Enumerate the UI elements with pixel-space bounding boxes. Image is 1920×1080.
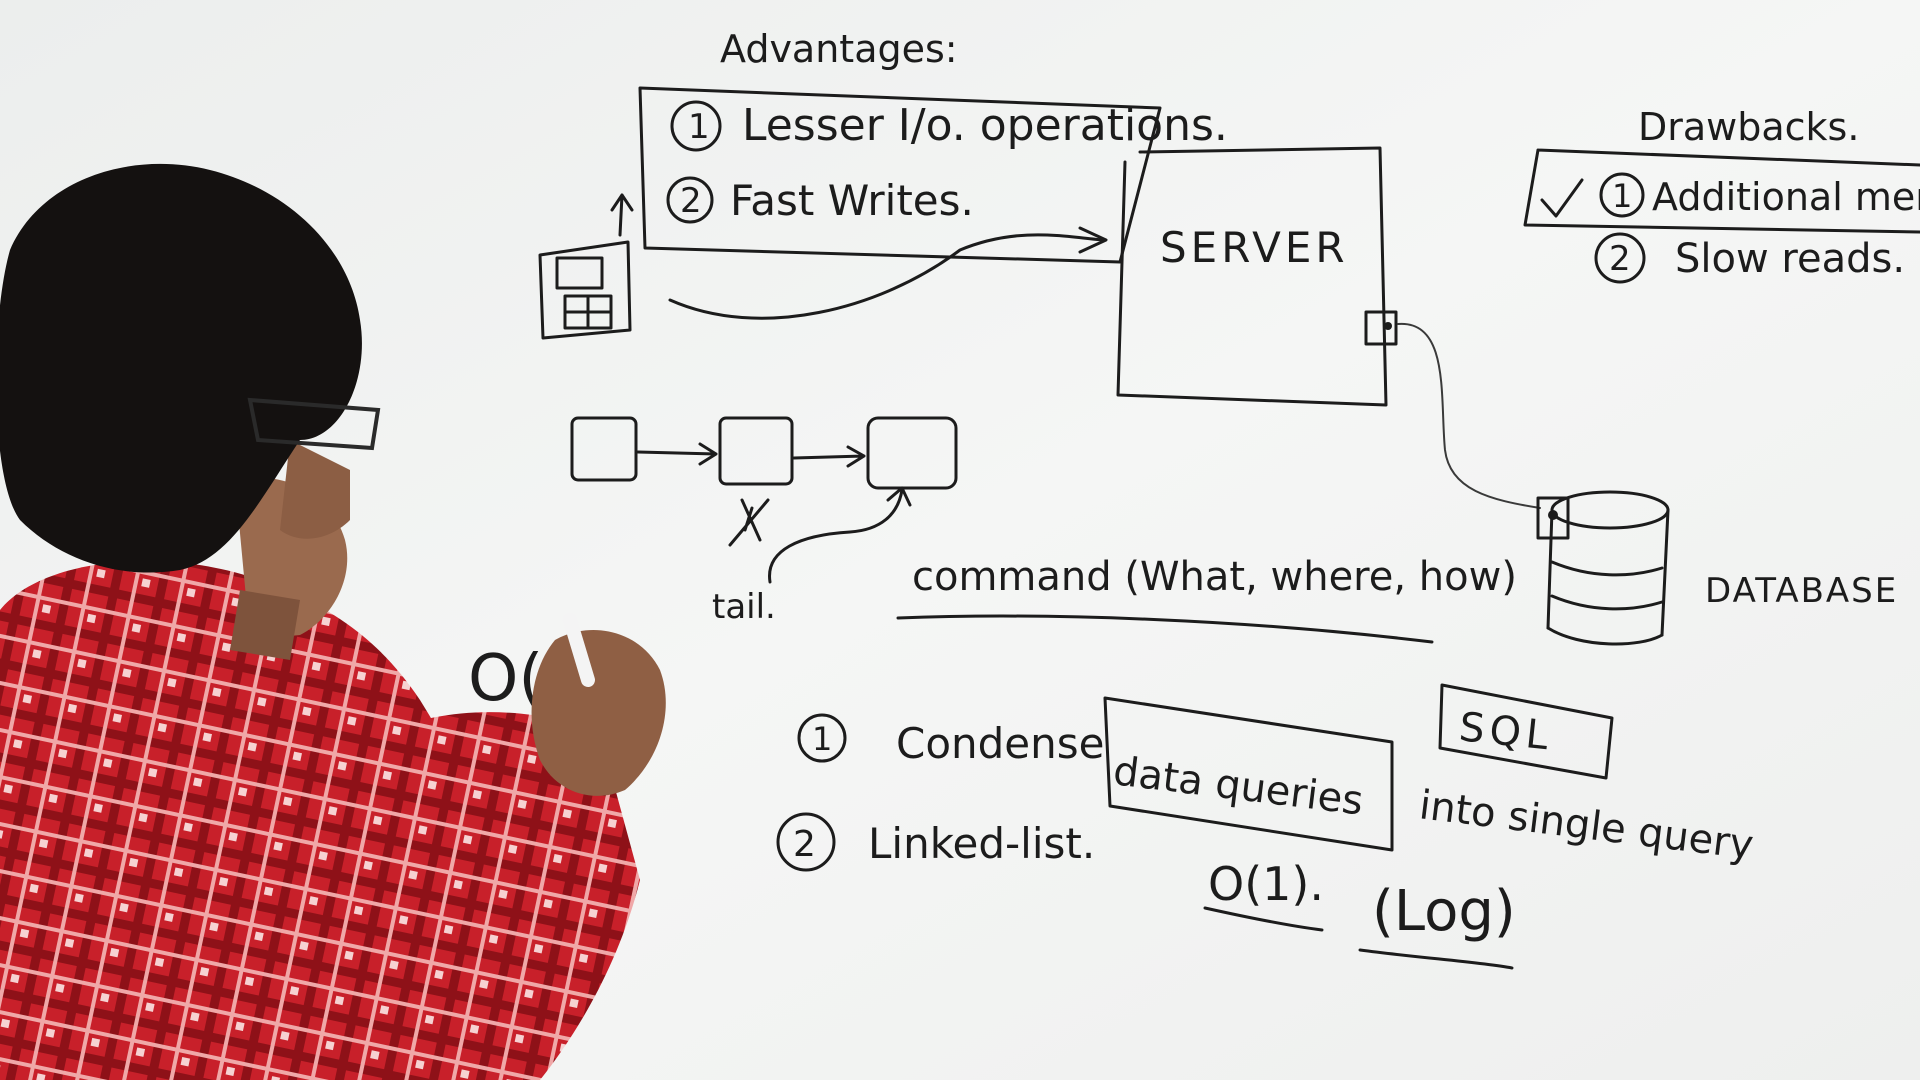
neck [230, 590, 300, 660]
advantage-1-circle [670, 100, 722, 152]
command-underline [896, 614, 1434, 644]
presenter [0, 163, 666, 1080]
note-2-text: Linked-list. [868, 819, 1095, 868]
note-1-number: 1 [812, 720, 832, 758]
log-text: (Log) [1372, 879, 1516, 944]
drawback-2-circle [1594, 232, 1646, 284]
curly-hair [0, 163, 362, 573]
server-box: SERVER [1116, 146, 1541, 509]
flow-arrow [668, 233, 1107, 320]
flow-arrow-head [1078, 226, 1108, 254]
o1-underline [1203, 906, 1324, 932]
linked-list-diagram: tail. [570, 416, 958, 627]
server-port-icon [1364, 310, 1398, 346]
hand [531, 630, 666, 796]
check-mark-icon [1540, 178, 1584, 218]
advantages-section: Advantages: 1 Lesser I/o. operations. 2 … [610, 27, 1228, 320]
crossed-arrow [728, 498, 770, 547]
drawback-1-number: 1 [1612, 177, 1632, 215]
advantages-title: Advantages: [720, 27, 958, 71]
database-icon: DATABASE [1536, 490, 1898, 646]
tail-pointer-arrow [768, 486, 912, 584]
advantage-2-text: Fast Writes. [730, 176, 974, 225]
plaid-shirt [0, 560, 530, 1080]
list-node-2 [718, 416, 794, 486]
server-database-link [1397, 322, 1541, 509]
drawback-1-circle [1599, 172, 1645, 218]
marker-pen [563, 613, 595, 687]
sql-label: SQL [1457, 704, 1555, 760]
server-label: SERVER [1160, 223, 1349, 272]
command-text: command (What, where, how) [912, 554, 1517, 600]
drawbacks-title: Drawbacks. [1638, 105, 1859, 149]
advantage-1-number: 1 [688, 107, 710, 147]
list-node-1 [570, 416, 638, 482]
advantage-2-circle [666, 176, 714, 224]
client-stack-icon [538, 240, 632, 340]
up-arrow [610, 193, 634, 237]
database-label: DATABASE [1705, 571, 1898, 611]
list-node-3 [866, 416, 958, 490]
tail-label: tail. [712, 587, 776, 627]
drawback-1-text: Additional memory [1652, 175, 1920, 219]
glasses [247, 397, 381, 451]
o1-text: O(1). [1208, 857, 1324, 911]
drawback-2-number: 2 [1609, 239, 1631, 279]
advantage-2-number: 2 [680, 181, 702, 221]
data-queries-box [1103, 696, 1394, 852]
drawbacks-box [1523, 148, 1920, 234]
note-2-number: 2 [793, 824, 816, 865]
note-2-circle [776, 812, 836, 872]
advantage-1-text: Lesser I/o. operations. [742, 100, 1228, 151]
log-underline [1358, 948, 1514, 970]
list-arrow-1 [636, 442, 718, 466]
note-1-text: Condense [896, 719, 1104, 768]
drawbacks-section: Drawbacks. 1 Additional memory 2 Slow re… [1523, 105, 1920, 284]
raised-arm [330, 712, 640, 1080]
command-section: command (What, where, how) [896, 554, 1517, 644]
partial-notation: O( [468, 642, 543, 716]
sql-box [1438, 683, 1614, 780]
drawback-2-text: Slow reads. [1675, 236, 1905, 282]
note-1-circle [797, 713, 847, 763]
list-arrow-2 [792, 445, 866, 468]
advantages-box [638, 86, 1162, 264]
